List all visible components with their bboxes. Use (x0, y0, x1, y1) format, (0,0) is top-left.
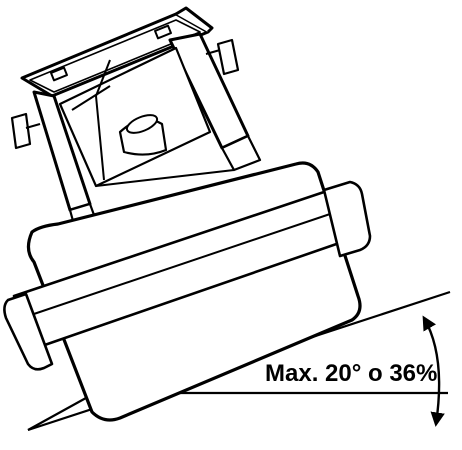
drum-right-cap (322, 180, 372, 258)
left-mirror (10, 112, 32, 150)
angle-arrow (422, 315, 445, 427)
slope-baseline-extension (27, 392, 96, 431)
max-slope-label: Max. 20° o 36% (265, 360, 438, 387)
roller-drum (3, 161, 372, 422)
right-mirror (216, 38, 240, 76)
roller-cab (10, 6, 262, 234)
double-headed-arc-arrow-icon (422, 315, 445, 427)
drum-left-cap (3, 292, 54, 371)
